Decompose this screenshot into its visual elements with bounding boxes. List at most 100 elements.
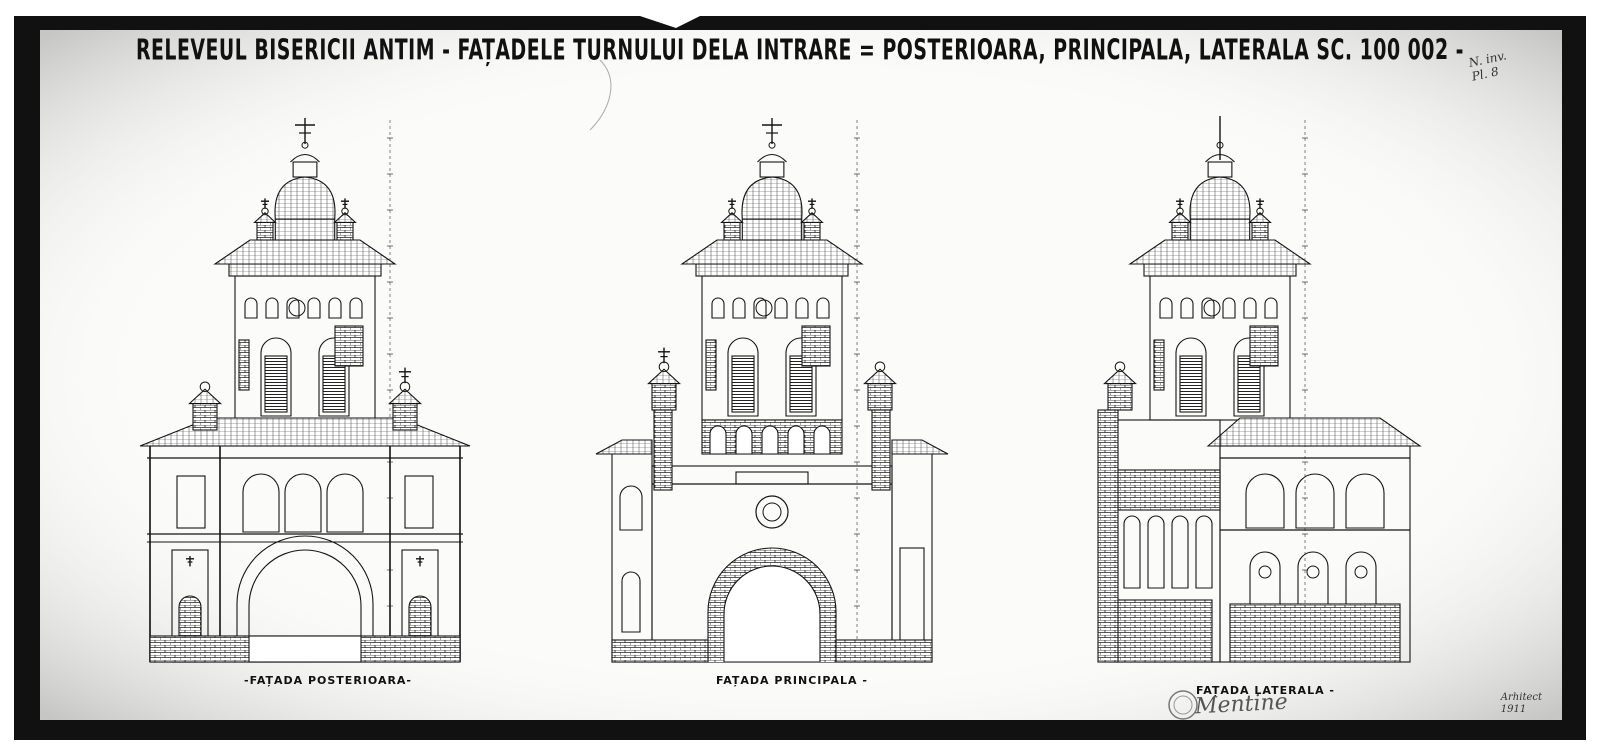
roof-cupola-right: [1248, 198, 1272, 241]
tower-small-window: [1243, 297, 1257, 319]
turret-roof: [1248, 212, 1272, 223]
elevation-principal: [595, 118, 949, 663]
turret-ball: [199, 381, 211, 393]
tower-small-window: [816, 297, 830, 319]
tower-small-window: [1159, 297, 1173, 319]
upper-side-window-left: [176, 475, 206, 529]
turret-cross-icon: [658, 347, 670, 364]
wing-roof-right: [891, 439, 949, 455]
signature-block: Arhitect 1911: [1501, 692, 1542, 716]
upper-side-window-right: [404, 475, 434, 529]
tower-roof: [213, 239, 397, 265]
wing-roof-left: [595, 439, 653, 455]
lower-ruin: [1115, 599, 1213, 663]
loggia-arch: [284, 473, 322, 533]
plinth-left: [611, 639, 709, 663]
door-cross-icon: [186, 556, 194, 567]
tower-small-window: [349, 297, 363, 319]
turret-body: [867, 383, 893, 411]
side-niche: [1345, 551, 1377, 649]
turret-roof: [333, 212, 357, 223]
turret-roof: [646, 368, 682, 385]
portal-opening: [723, 565, 821, 663]
brick-ruin: [1109, 469, 1221, 511]
medallion-icon: [1354, 565, 1368, 579]
tower-cornice: [1143, 263, 1297, 277]
corner-turret-right: [862, 361, 898, 411]
rose-window-inner: [762, 502, 782, 522]
tower-small-window: [1180, 297, 1194, 319]
side-loggia-arch: [1295, 473, 1335, 529]
dome-lantern: [292, 161, 318, 178]
turret-roof: [1102, 368, 1138, 385]
side-plinth: [1229, 603, 1401, 663]
tower-cornice: [228, 263, 382, 277]
caption-lateral: FAȚADA LATERALA -: [1196, 684, 1335, 697]
elevation-lateral: [1097, 116, 1422, 663]
main-dome: [274, 141, 336, 241]
pediment-top: [735, 471, 809, 485]
brick-patch: [801, 325, 831, 367]
brick-patch: [705, 339, 717, 391]
tower-small-window: [774, 297, 788, 319]
dome-drum: [1189, 218, 1251, 241]
band-arch: [761, 425, 779, 455]
band-arch: [787, 425, 805, 455]
lateral-corner-turret: [1102, 361, 1138, 411]
rose-window-icon: [755, 495, 789, 529]
tower-cornice: [695, 263, 849, 277]
turret-roof: [387, 388, 423, 405]
caption-posterior: -FAȚADA POSTERIOARA-: [244, 674, 413, 687]
tower-roof: [680, 239, 864, 265]
medallion-icon: [1258, 565, 1272, 579]
turret-body: [392, 403, 418, 431]
brick-patch: [1153, 339, 1165, 391]
wing-window-left: [619, 485, 643, 531]
louver-right: [1237, 355, 1261, 413]
band-arch: [735, 425, 753, 455]
vertical-dimension: [854, 120, 860, 660]
louver-left: [1179, 355, 1203, 413]
louver-left: [264, 355, 288, 413]
side-loggia-arch: [1245, 473, 1285, 529]
wing-niche-left: [621, 571, 641, 633]
turret-cross-icon: [399, 367, 411, 384]
turret-body: [1107, 383, 1133, 411]
turret-cross-icon: [1176, 198, 1184, 209]
tower-small-window: [1201, 297, 1215, 319]
lower-arch-window: [1123, 515, 1141, 589]
corner-turret-left: [646, 347, 682, 411]
dome-drum: [741, 218, 803, 241]
tower-small-window: [1264, 297, 1278, 319]
main-arch-inner: [248, 549, 362, 662]
louver-right: [789, 355, 813, 413]
turret-body: [651, 383, 677, 411]
turret-body: [256, 221, 274, 241]
clock-icon: [288, 299, 306, 317]
turret-roof: [862, 368, 898, 385]
turret-cross-icon: [341, 198, 349, 209]
side-loggia-arch: [1345, 473, 1385, 529]
lateral-corner-shaft: [1097, 409, 1119, 663]
dome-lantern-cap: [290, 153, 320, 163]
signature: Arhitect: [1500, 692, 1542, 703]
side-niche: [1297, 551, 1329, 649]
brick-patch: [1249, 325, 1279, 367]
turret-ball: [874, 361, 886, 373]
loggia-arch: [326, 473, 364, 533]
side-turret-right: [387, 367, 423, 431]
brick-patch: [238, 339, 250, 391]
turret-cross-icon: [261, 198, 269, 209]
side-turret-left: [187, 381, 223, 431]
sheet-title: RELEVEUL BISERICII ANTIM - FAȚADELE TURN…: [135, 33, 1465, 67]
brick-patch: [334, 325, 364, 367]
signature-date: 1911: [1500, 704, 1527, 715]
elevation-posterior: [139, 118, 471, 663]
tower-small-window: [307, 297, 321, 319]
dome-drum: [274, 218, 336, 241]
turret-body: [336, 221, 354, 241]
louver-left: [731, 355, 755, 413]
tower-small-window: [244, 297, 258, 319]
